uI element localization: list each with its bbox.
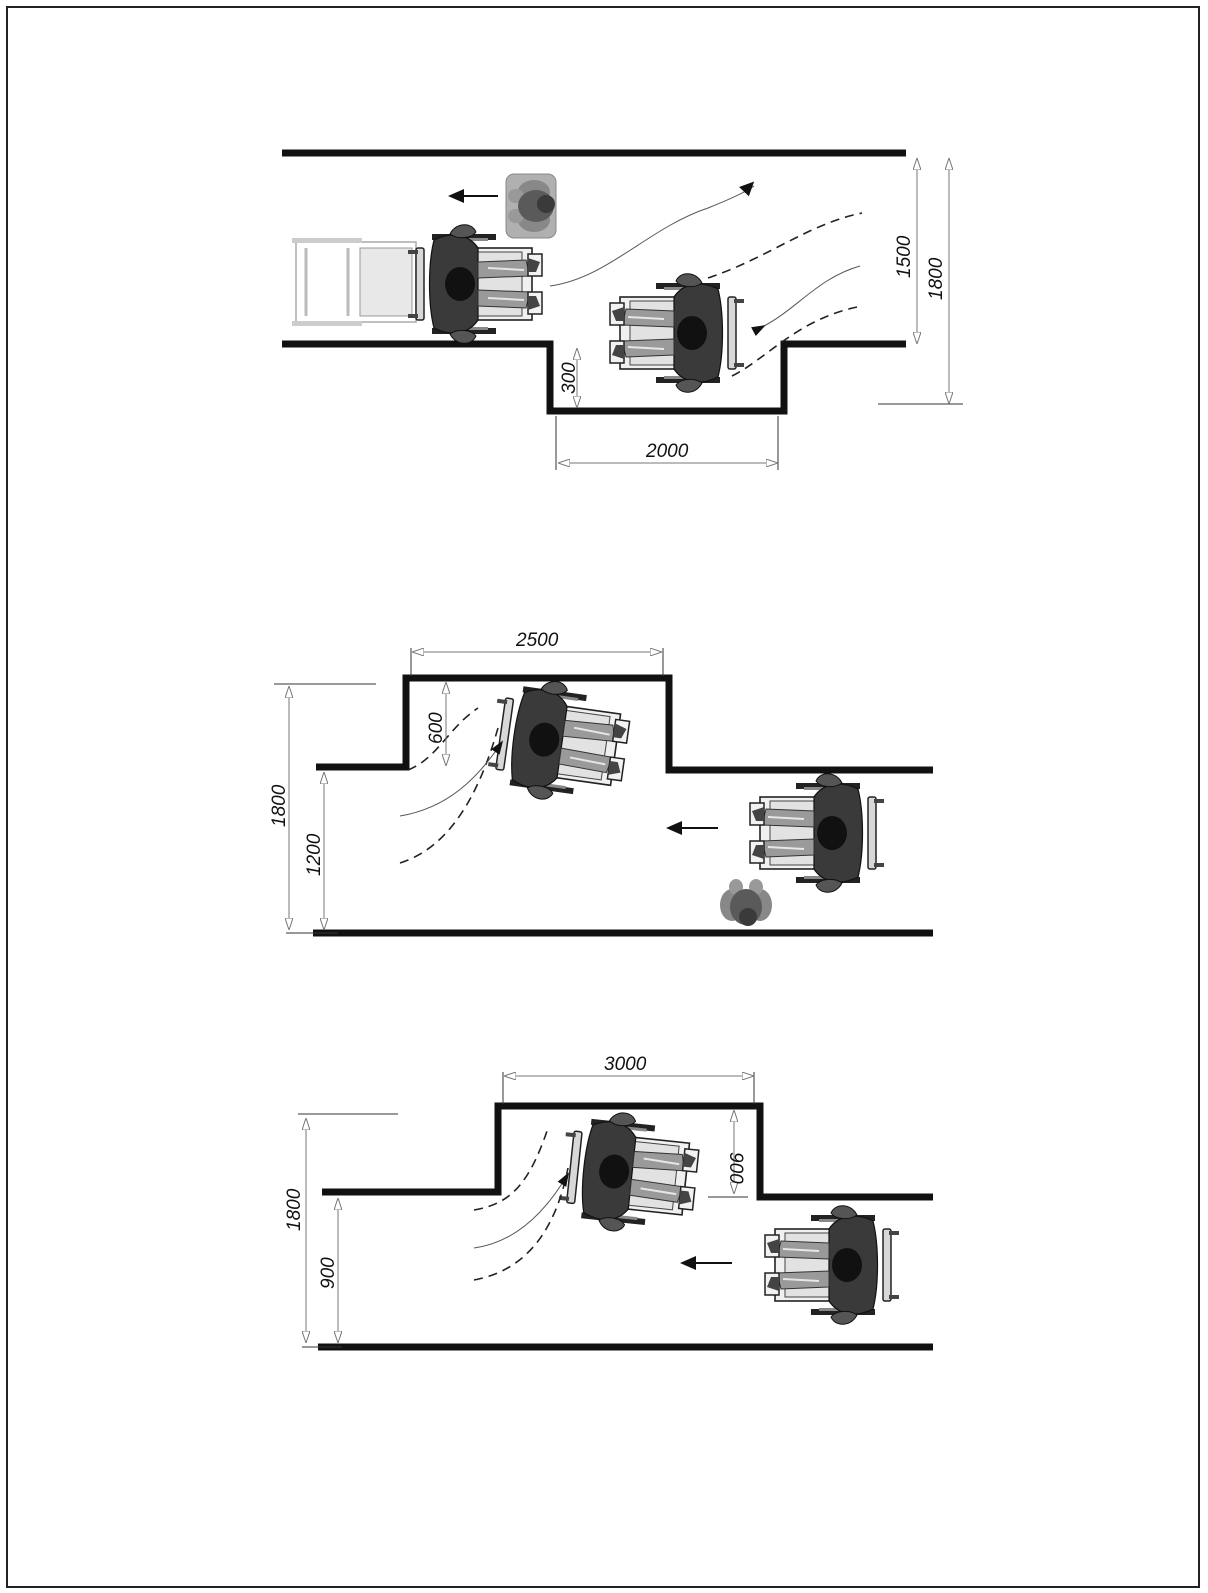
wheelchair-user-icon <box>554 1105 704 1242</box>
dimension-1500: 1500 <box>894 235 915 278</box>
dimension-1200: 1200 <box>304 833 325 876</box>
pedestrian-icon <box>720 879 772 926</box>
wheelchair-user-icon <box>406 222 544 346</box>
top-wall-with-niche <box>322 1102 933 1201</box>
pedestrian-icon <box>505 173 557 239</box>
manoeuvre-path <box>399 740 504 817</box>
dimension-2000: 2000 <box>645 441 689 462</box>
manoeuvre-path <box>473 1172 570 1249</box>
dimension-1800: 1800 <box>926 257 947 300</box>
wheelchair-user-icon <box>608 271 746 395</box>
dimension-300: 300 <box>559 362 580 394</box>
wheelchair-user-icon <box>748 771 886 895</box>
manoeuvre-envelope <box>731 305 863 377</box>
dimension-2500: 2500 <box>515 630 559 651</box>
diagram-3: 1800 900 900 3000 <box>284 1054 933 1351</box>
direction-arrow-icon <box>666 821 718 835</box>
drawing-frame: 1500 1800 300 2000 1800 1200 600 <box>6 6 1200 1588</box>
manoeuvre-envelope <box>707 212 863 279</box>
wheelchair-user-icon <box>763 1203 901 1327</box>
manoeuvre-envelope <box>399 727 499 864</box>
dimension-1800: 1800 <box>284 1188 305 1231</box>
wheelchair-pushed-icon <box>292 238 417 326</box>
dimension-900: 900 <box>318 1257 339 1289</box>
direction-arrow-icon <box>448 189 498 203</box>
manoeuvre-path <box>549 185 755 287</box>
top-wall-with-niche <box>316 674 933 774</box>
dimension-3000: 3000 <box>604 1054 647 1075</box>
bottom-wall-with-niche <box>282 340 906 415</box>
diagram-2: 1800 1200 600 2500 <box>269 630 933 937</box>
dimension-1800: 1800 <box>269 784 290 827</box>
manoeuvre-envelope <box>473 1167 569 1281</box>
wheelchair-user-icon <box>482 671 636 812</box>
direction-arrow-icon <box>680 1256 732 1270</box>
manoeuvre-envelope <box>473 1127 549 1211</box>
passing-place-drawing: 1500 1800 300 2000 1800 1200 600 <box>269 149 963 1351</box>
diagram-1: 1500 1800 300 2000 <box>282 149 963 470</box>
dimension-900-niche: 900 <box>725 1152 746 1184</box>
dimension-600: 600 <box>426 712 447 744</box>
